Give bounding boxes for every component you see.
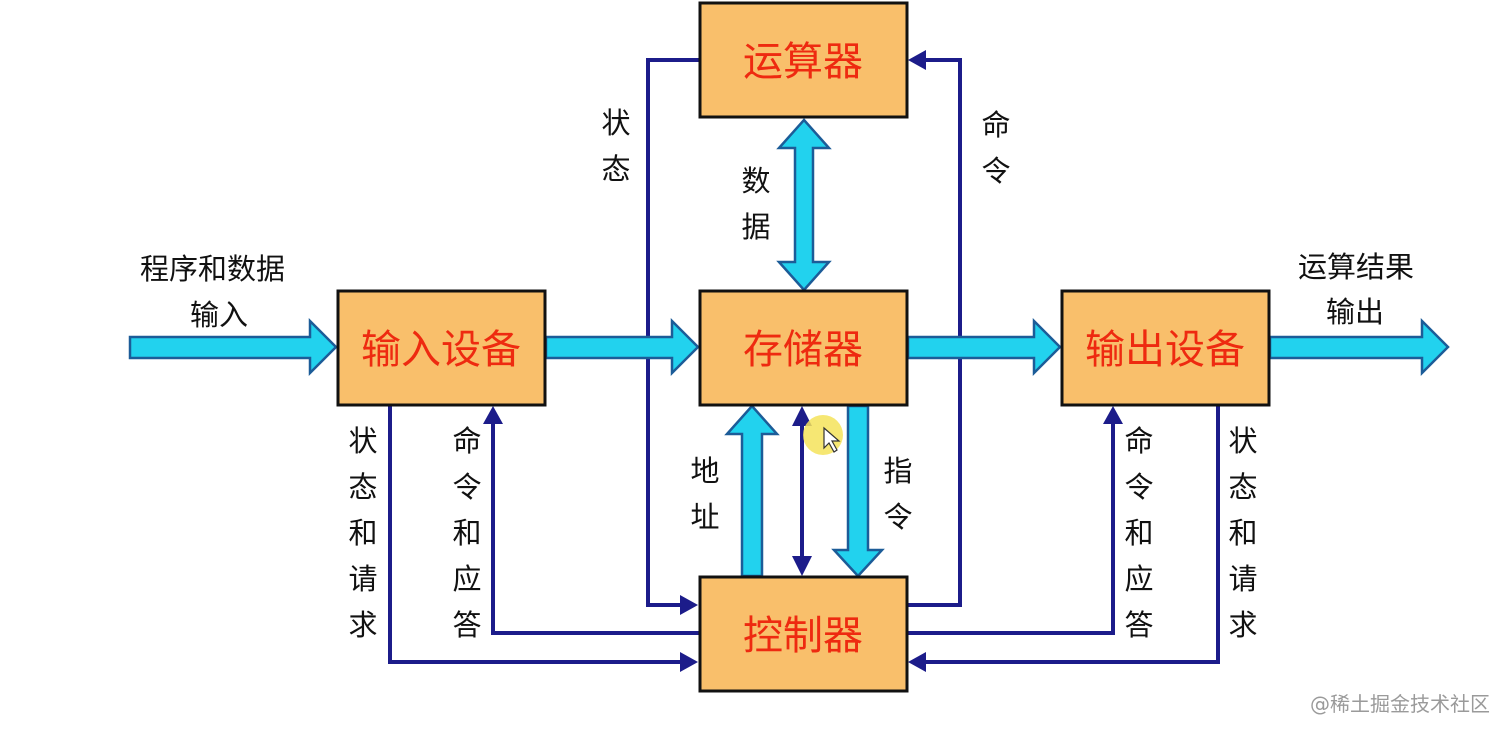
output-command-response-label: 命令和应答 bbox=[1124, 424, 1153, 642]
input-command-response-line bbox=[491, 424, 700, 635]
data-label: 数据 bbox=[741, 164, 770, 244]
memory-box-label: 存储器 bbox=[743, 327, 863, 373]
command-arrowhead bbox=[908, 50, 926, 70]
alu-memory-data-arrow bbox=[776, 118, 832, 292]
result-output-label-line2: 输出 bbox=[1326, 295, 1384, 329]
input-status-request-line bbox=[388, 405, 682, 664]
instruction-label: 指令 bbox=[883, 454, 912, 534]
input-command-response-arrowhead bbox=[483, 406, 503, 424]
output-device-box: 输出设备 bbox=[1060, 289, 1271, 407]
address-label: 地址 bbox=[690, 454, 719, 534]
input-device-box: 输入设备 bbox=[336, 289, 547, 407]
program-data-input-arrow bbox=[128, 317, 338, 377]
input-device-box-label: 输入设备 bbox=[361, 327, 521, 373]
memory-to-output-arrow bbox=[906, 317, 1062, 377]
output-status-request-label: 状态和请求 bbox=[1228, 424, 1257, 642]
address-arrow bbox=[724, 404, 780, 578]
program-data-input-label-line1: 程序和数据 bbox=[140, 252, 285, 286]
output-device-box-label: 输出设备 bbox=[1085, 327, 1245, 373]
output-status-request-line bbox=[926, 405, 1220, 664]
memory-control-arrowhead-down bbox=[792, 556, 812, 576]
instruction-arrow bbox=[831, 404, 885, 578]
watermark: @稀土掘金技术社区 bbox=[1310, 692, 1490, 716]
mouse-pointer-icon bbox=[823, 426, 841, 453]
alu-box-label: 运算器 bbox=[743, 39, 863, 85]
input-status-request-arrowhead bbox=[680, 652, 698, 672]
output-command-response-line bbox=[908, 424, 1115, 635]
result-output-arrow bbox=[1268, 317, 1450, 377]
status-arrowhead bbox=[680, 595, 698, 615]
input-command-response-label: 命令和应答 bbox=[452, 424, 481, 642]
command-line-control-to-alu bbox=[908, 58, 962, 607]
control-box-label: 控制器 bbox=[743, 613, 863, 659]
input-status-request-label: 状态和请求 bbox=[348, 424, 377, 642]
program-data-input-label-line2: 输入 bbox=[190, 298, 248, 332]
output-status-request-arrowhead bbox=[908, 652, 926, 672]
output-command-response-arrowhead bbox=[1103, 406, 1123, 424]
memory-control-arrowhead-up bbox=[792, 406, 812, 426]
status-label: 状态 bbox=[601, 106, 630, 186]
memory-box: 存储器 bbox=[698, 289, 909, 407]
alu-box: 运算器 bbox=[698, 1, 909, 119]
status-line-alu-to-control bbox=[646, 58, 700, 607]
result-output-label-line1: 运算结果 bbox=[1298, 250, 1414, 284]
command-label: 命令 bbox=[981, 108, 1010, 188]
control-box: 控制器 bbox=[698, 575, 909, 693]
input-to-memory-arrow bbox=[544, 317, 700, 377]
